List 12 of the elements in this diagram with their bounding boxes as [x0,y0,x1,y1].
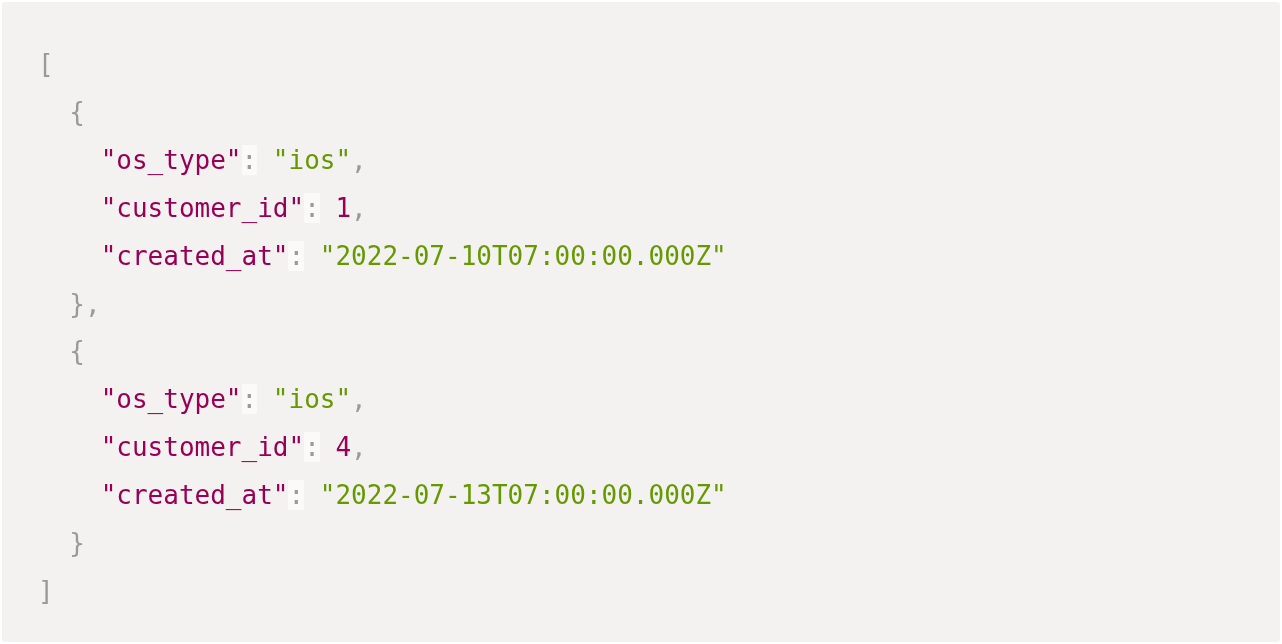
code-line: }, [68,287,101,320]
code-line: "created_at": "2022-07-10T07:00:00.000Z" [99,239,727,272]
code-line: ] [38,574,54,607]
code-line: "created_at": "2022-07-13T07:00:00.000Z" [99,479,727,512]
code-line: "os_type": "ios", [99,383,367,416]
code-line: "customer_id": 4, [99,431,367,464]
code-line: { [68,95,85,128]
code-line: { [68,335,85,368]
code-line: [ [38,48,54,80]
code-line: "customer_id": 1, [99,191,367,224]
code-line: } [68,527,85,559]
code-line: "os_type": "ios", [99,143,367,176]
